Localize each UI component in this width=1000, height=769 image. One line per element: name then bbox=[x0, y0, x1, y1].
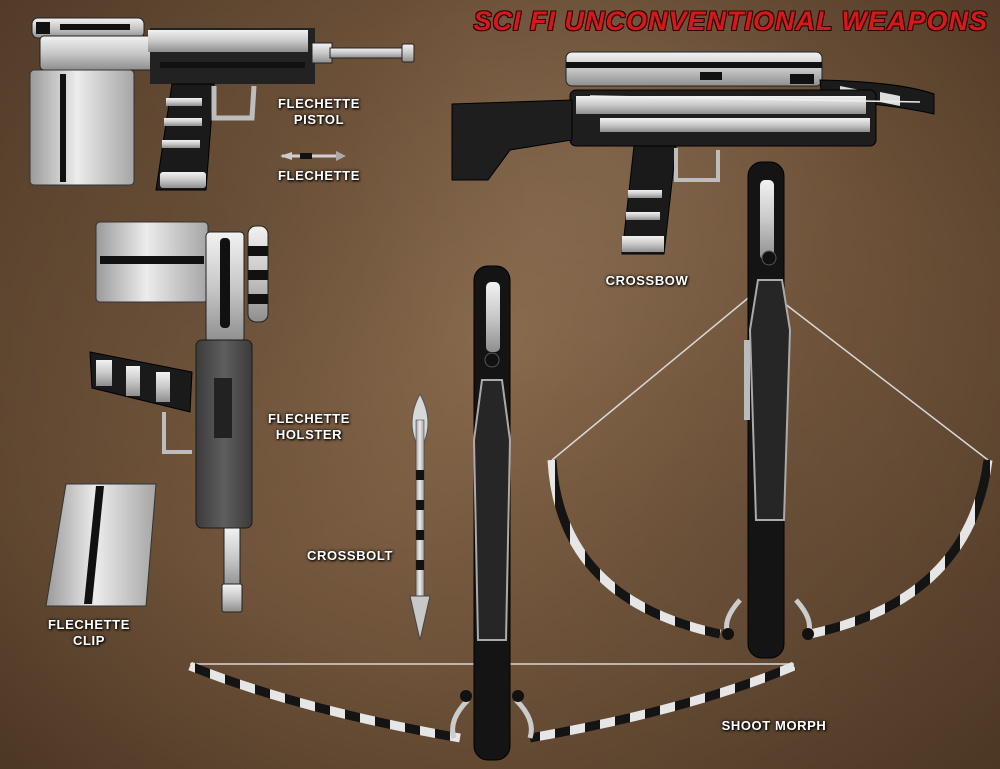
crossbolt bbox=[409, 392, 431, 641]
label-flechette: FLECHETTE bbox=[278, 168, 360, 183]
label-crossbow: CROSSBOW bbox=[605, 273, 689, 288]
crossbow-top-drawn bbox=[547, 161, 993, 659]
label-flechette-clip: FLECHETTE CLIP bbox=[48, 617, 130, 648]
flechette-dart bbox=[280, 151, 346, 161]
crossbow-shoot-morph bbox=[188, 265, 796, 761]
label-flechette-pistol: FLECHETTE PISTOL bbox=[278, 96, 360, 127]
label-flechette-holster: FLECHETTE HOLSTER bbox=[268, 411, 350, 442]
flechette-pistol bbox=[29, 17, 415, 191]
page-title: SCI FI UNCONVENTIONAL WEAPONS bbox=[473, 6, 988, 36]
flechette-holster bbox=[89, 221, 269, 613]
label-shoot-morph: SHOOT MORPH bbox=[721, 718, 827, 733]
flechette-clip bbox=[45, 483, 157, 607]
label-crossbolt: CROSSBOLT bbox=[306, 548, 394, 563]
crossbow-side bbox=[451, 51, 935, 255]
